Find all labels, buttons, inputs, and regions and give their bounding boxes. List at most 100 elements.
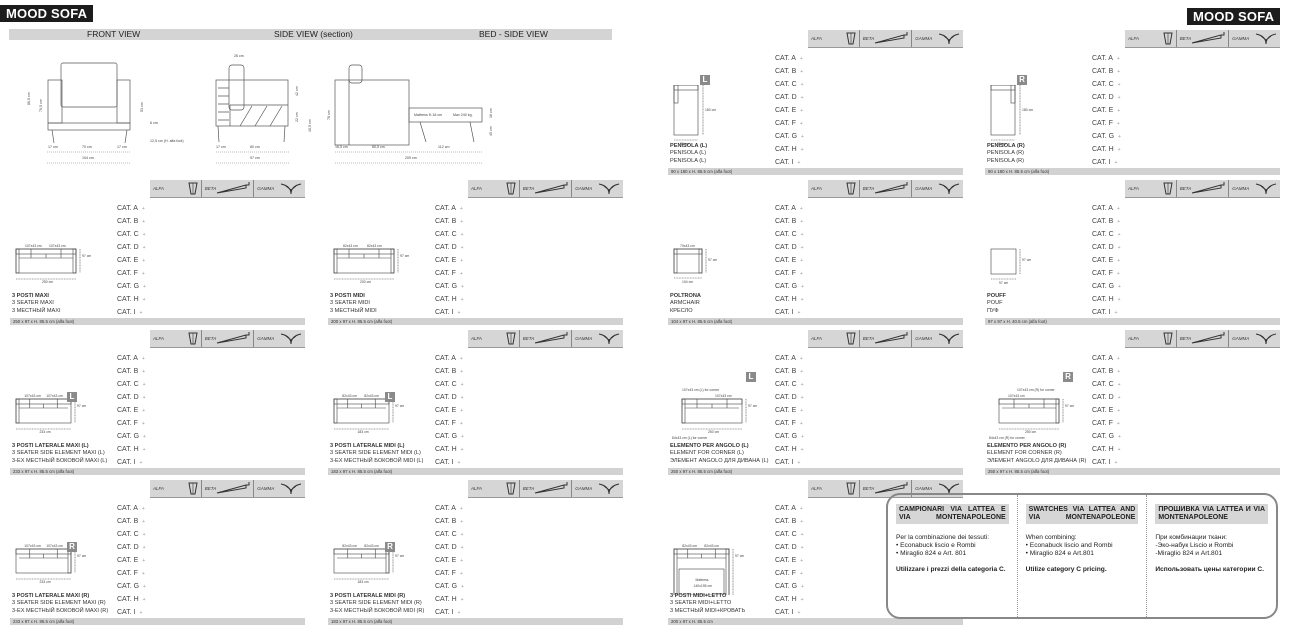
legend-alfa: ALFA: [468, 330, 520, 347]
price-row: CAT. E+: [775, 257, 804, 270]
price-row: CAT. A+: [435, 205, 464, 218]
price-row: CAT. F+: [435, 270, 464, 283]
price-row: CAT. G+: [435, 433, 464, 446]
legend-beta: BETA: [520, 180, 573, 197]
category-label: CAT. H: [1092, 296, 1114, 303]
alfa-foot-icon: [846, 182, 856, 196]
price-row: CAT. E+: [775, 107, 804, 120]
alfa-foot-icon: [188, 482, 198, 496]
product-name: 3 SEATER MIDI+LETTO: [670, 600, 732, 607]
cushion-dim-label: 107x43 cm: [49, 244, 66, 248]
category-label: CAT. E: [1092, 407, 1114, 414]
price-row: CAT. I+: [1092, 459, 1121, 472]
price-value: +: [141, 206, 145, 212]
cushion-dim-label: 107x43 cm (L) for corner: [682, 388, 720, 392]
price-value: +: [800, 147, 804, 153]
beta-foot-icon: [216, 482, 250, 495]
price-value: +: [797, 610, 801, 616]
price-row: CAT. G+: [117, 283, 146, 296]
price-value: +: [141, 421, 145, 427]
depth-dim-label: 97 cm: [708, 258, 717, 262]
product-name: 3 POSTI LATERALE MAXI (L): [12, 443, 89, 449]
price-row: CAT. G+: [1092, 283, 1121, 296]
product-name: ЭЛЕМЕНТ ANGOLO ДЛЯ ДИВАНА (R): [987, 457, 1087, 464]
price-row: CAT. D+: [775, 544, 804, 557]
category-label: CAT. B: [1092, 218, 1114, 225]
price-row: CAT. G+: [775, 283, 804, 296]
price-row: CAT. H+: [435, 596, 464, 609]
info-item: -Эко-набук Liscio и Rombi: [1155, 542, 1234, 549]
gamma-foot-icon: [280, 482, 302, 496]
category-label: CAT. E: [775, 107, 797, 114]
category-label: CAT. B: [117, 518, 139, 525]
price-value: +: [461, 284, 464, 290]
price-value: +: [1117, 95, 1121, 101]
legend-label: GAMMA: [257, 486, 275, 491]
price-value: +: [1117, 382, 1121, 388]
price-row: CAT. B+: [117, 518, 146, 531]
side-badge: R: [1063, 372, 1073, 382]
price-category-list: CAT. A+CAT. B+CAT. C+CAT. D+CAT. E+CAT. …: [117, 505, 146, 622]
price-value: +: [1116, 206, 1120, 212]
legend-label: ALFA: [471, 336, 482, 341]
legend-gamma: GAMMA: [912, 30, 963, 47]
front-view-label: FRONT VIEW: [87, 29, 141, 39]
info-item: • Miraglio 824 e Art.801: [1025, 550, 1094, 557]
product-name: ARMCHAIR: [670, 300, 700, 307]
price-value: +: [1117, 108, 1121, 114]
category-label: CAT. E: [775, 407, 797, 414]
price-row: CAT. H+: [775, 446, 804, 459]
dim-side-seat-height: 22 cm: [295, 112, 299, 122]
category-label: CAT. I: [117, 459, 136, 466]
legend-label: BETA: [204, 336, 217, 341]
product-name: PENISOLA (R): [987, 143, 1025, 149]
price-value: +: [460, 219, 464, 225]
info-item: -Miraglio 824 и Art.801: [1155, 550, 1223, 557]
width-dim-label: 183 cm: [358, 430, 369, 434]
price-value: +: [141, 356, 145, 362]
price-value: +: [801, 134, 804, 140]
price-row: CAT. D+: [775, 244, 804, 257]
price-category-list: CAT. A+CAT. B+CAT. C+CAT. D+CAT. E+CAT. …: [435, 205, 464, 322]
category-label: CAT. G: [775, 583, 798, 590]
legend-label: ALFA: [153, 186, 164, 191]
category-label: CAT. H: [117, 596, 139, 603]
legend-alfa: ALFA: [468, 480, 520, 497]
info-column-ru: ПРОШИВКА VIA LATTEA И VIA MONTENAPOLEONE…: [1147, 495, 1276, 617]
width-dim-label: 183 cm: [358, 580, 369, 584]
length-dim-label: 180 cm: [705, 108, 716, 112]
price-value: +: [141, 271, 145, 277]
price-value: +: [800, 369, 804, 375]
price-row: CAT. H+: [435, 296, 464, 309]
cushion-dim-label: 107x43 cm: [46, 544, 63, 548]
price-category-list: CAT. A+CAT. B+CAT. C+CAT. D+CAT. E+CAT. …: [1092, 355, 1121, 472]
price-row: CAT. D+: [1092, 94, 1121, 107]
cushion-dim-label: 82x43 cm: [364, 394, 379, 398]
depth-dim-label: 97 cm: [395, 554, 404, 558]
product-names: 3 POSTI LATERALE MIDI (R)3 SEATER SIDE E…: [330, 593, 424, 615]
category-label: CAT. H: [775, 446, 797, 453]
price-row: CAT. E+: [1092, 407, 1121, 420]
price-row: CAT. A+: [435, 355, 464, 368]
price-value: +: [1116, 271, 1120, 277]
price-value: +: [800, 558, 804, 564]
price-category-list: CAT. A+CAT. B+CAT. C+CAT. D+CAT. E+CAT. …: [435, 505, 464, 622]
legend-beta: BETA: [860, 30, 913, 47]
price-value: +: [800, 232, 804, 238]
price-row: CAT. C+: [1092, 381, 1121, 394]
category-label: CAT. B: [775, 218, 797, 225]
category-label: CAT. C: [1092, 381, 1114, 388]
brand-title-right: MOOD SOFA: [1187, 8, 1281, 25]
legend-beta: BETA: [1177, 180, 1230, 197]
legend-alfa: ALFA: [1125, 330, 1177, 347]
side-view-label: SIDE VIEW (section): [274, 29, 353, 39]
price-row: CAT. F+: [117, 270, 146, 283]
price-row: CAT. B+: [117, 218, 146, 231]
